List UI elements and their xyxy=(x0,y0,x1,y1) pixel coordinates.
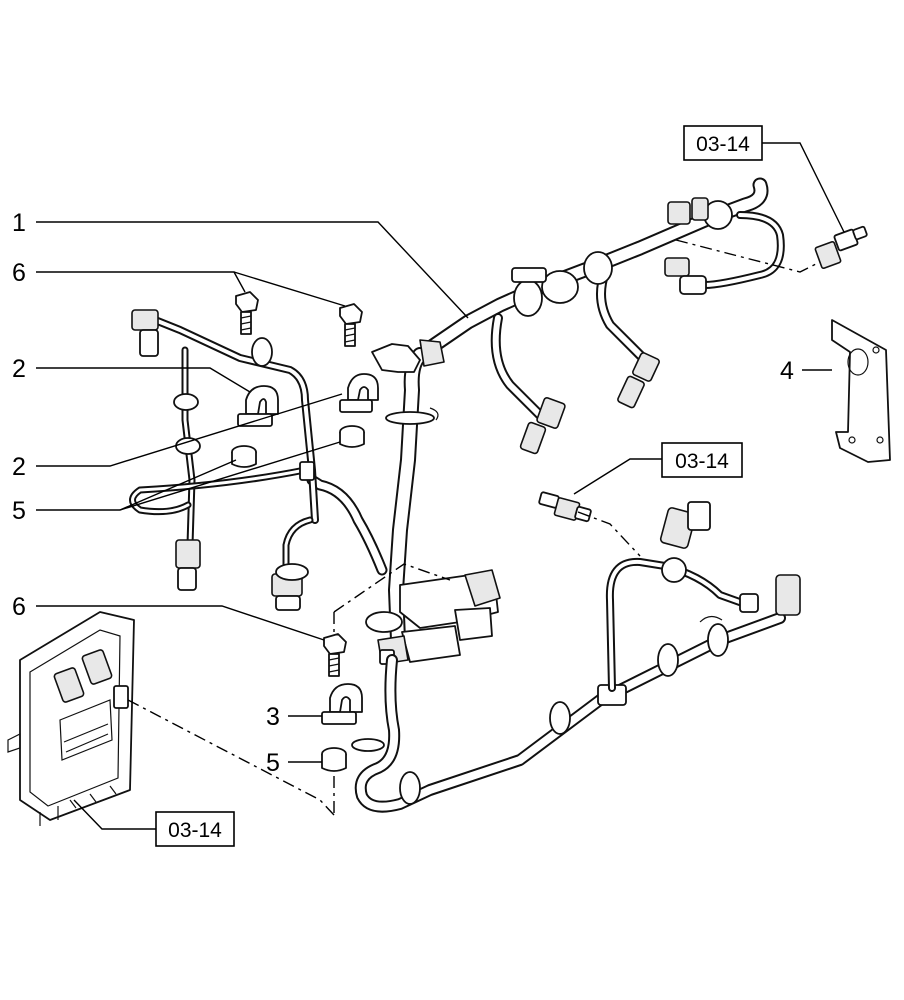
reference-box-middle-right: 03-14 xyxy=(661,442,743,478)
central-junction xyxy=(377,569,501,665)
label-item-6a: 6 xyxy=(12,259,26,287)
trunk-clamps xyxy=(351,407,439,752)
nut-5a xyxy=(339,425,365,448)
clamp-2b xyxy=(339,373,379,413)
label-item-2b: 2 xyxy=(12,453,26,481)
main-harness xyxy=(306,177,785,648)
nut-5c xyxy=(321,747,347,772)
nut-5b xyxy=(231,445,257,468)
leader-lines xyxy=(36,142,845,830)
screw-6c xyxy=(323,633,347,677)
label-item-3: 3 xyxy=(266,703,280,731)
reference-text-bottom-left: 03-14 xyxy=(168,819,222,842)
reference-text-top-right: 03-14 xyxy=(696,133,750,156)
sensor-top-right xyxy=(814,225,868,269)
reference-text-middle-right: 03-14 xyxy=(675,450,729,473)
reference-dash-lines xyxy=(127,239,821,816)
label-item-4: 4 xyxy=(780,357,794,385)
clamp-3 xyxy=(321,683,363,725)
label-item-2a: 2 xyxy=(12,355,26,383)
reference-box-bottom-left: 03-14 xyxy=(155,811,235,847)
reference-box-top-right: 03-14 xyxy=(683,125,763,161)
sensor-middle xyxy=(538,491,592,523)
lower-harness xyxy=(354,501,801,813)
item-labels: 1 6 2 2 5 6 3 5 4 xyxy=(12,209,794,777)
mounting-bracket xyxy=(831,319,891,463)
label-item-1: 1 xyxy=(12,209,26,237)
label-item-5a: 5 xyxy=(12,497,26,525)
screw-6b xyxy=(339,303,363,347)
ecu-module xyxy=(7,611,135,826)
screw-6a xyxy=(235,291,259,335)
label-item-5b: 5 xyxy=(266,749,280,777)
left-sub-harness xyxy=(129,309,319,611)
label-item-6b: 6 xyxy=(12,593,26,621)
